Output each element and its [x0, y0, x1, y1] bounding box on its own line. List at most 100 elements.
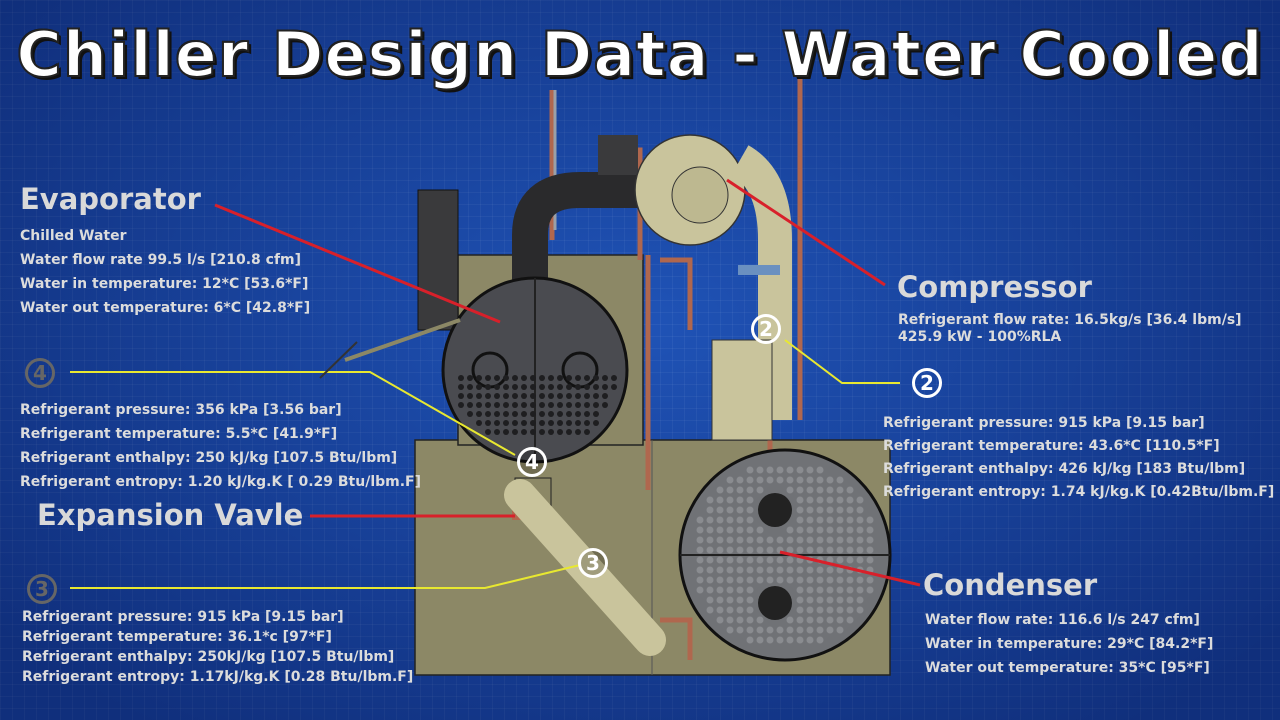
- tube: [796, 536, 804, 544]
- tube: [746, 636, 754, 644]
- tube: [836, 576, 844, 584]
- tube: [796, 566, 804, 574]
- tube: [512, 420, 518, 426]
- tube: [756, 546, 764, 554]
- tube: [786, 536, 794, 544]
- tube: [766, 576, 774, 584]
- tube: [846, 546, 854, 554]
- tube: [716, 576, 724, 584]
- tube: [826, 586, 834, 594]
- tube: [503, 429, 509, 435]
- tube: [557, 429, 563, 435]
- tube: [557, 375, 563, 381]
- tube: [530, 429, 536, 435]
- tube: [826, 496, 834, 504]
- tube: [776, 566, 784, 574]
- tube: [836, 626, 844, 634]
- tube: [736, 486, 744, 494]
- tube: [539, 411, 545, 417]
- tube: [726, 516, 734, 524]
- tube: [467, 402, 473, 408]
- tube: [836, 546, 844, 554]
- tube: [766, 626, 774, 634]
- suction-pipe: [512, 172, 700, 290]
- tube: [548, 411, 554, 417]
- tube: [766, 636, 774, 644]
- tube: [726, 526, 734, 534]
- tube: [846, 596, 854, 604]
- tube: [736, 476, 744, 484]
- tube: [485, 393, 491, 399]
- tube: [826, 556, 834, 564]
- tube: [716, 486, 724, 494]
- tube: [593, 402, 599, 408]
- tube: [726, 496, 734, 504]
- tube: [706, 496, 714, 504]
- tube: [816, 566, 824, 574]
- tube: [746, 576, 754, 584]
- tube: [512, 384, 518, 390]
- tube: [736, 536, 744, 544]
- state-point-2-badge: 2: [912, 368, 942, 398]
- tube: [530, 384, 536, 390]
- tube: [836, 506, 844, 514]
- tube: [786, 486, 794, 494]
- tube: [557, 384, 563, 390]
- tube: [726, 616, 734, 624]
- tube: [856, 576, 864, 584]
- tube: [796, 496, 804, 504]
- tube: [806, 496, 814, 504]
- tube: [602, 375, 608, 381]
- tube: [786, 626, 794, 634]
- tube: [557, 420, 563, 426]
- tube: [746, 586, 754, 594]
- tube: [786, 466, 794, 474]
- tube: [521, 429, 527, 435]
- tube: [746, 556, 754, 564]
- condenser-heading: Condenser: [923, 568, 1098, 602]
- tube: [584, 384, 590, 390]
- tube: [521, 393, 527, 399]
- tube: [726, 476, 734, 484]
- tube: [816, 586, 824, 594]
- compressor-details: Refrigerant flow rate: 16.5kg/s [36.4 lb…: [898, 312, 1242, 345]
- tube: [846, 586, 854, 594]
- tube: [706, 566, 714, 574]
- tube: [816, 536, 824, 544]
- tube: [736, 496, 744, 504]
- tube: [736, 546, 744, 554]
- tube: [706, 556, 714, 564]
- tube: [566, 375, 572, 381]
- tube: [796, 506, 804, 514]
- tube: [746, 526, 754, 534]
- tube: [584, 375, 590, 381]
- tube: [836, 536, 844, 544]
- tube: [856, 556, 864, 564]
- tube: [602, 384, 608, 390]
- tube: [706, 506, 714, 514]
- tube: [826, 516, 834, 524]
- tube: [826, 536, 834, 544]
- tube: [696, 576, 704, 584]
- tube: [716, 506, 724, 514]
- tube: [816, 486, 824, 494]
- tube: [846, 556, 854, 564]
- tube: [485, 411, 491, 417]
- tube: [512, 429, 518, 435]
- tube: [866, 516, 874, 524]
- tube: [806, 486, 814, 494]
- tube: [458, 402, 464, 408]
- tube: [736, 596, 744, 604]
- tube: [575, 429, 581, 435]
- tube: [746, 486, 754, 494]
- tube: [611, 384, 617, 390]
- tube: [836, 496, 844, 504]
- tube: [706, 586, 714, 594]
- tube: [476, 420, 482, 426]
- tube: [485, 384, 491, 390]
- tube: [806, 526, 814, 534]
- tube: [521, 411, 527, 417]
- tube: [806, 626, 814, 634]
- tube: [746, 546, 754, 554]
- tube: [846, 526, 854, 534]
